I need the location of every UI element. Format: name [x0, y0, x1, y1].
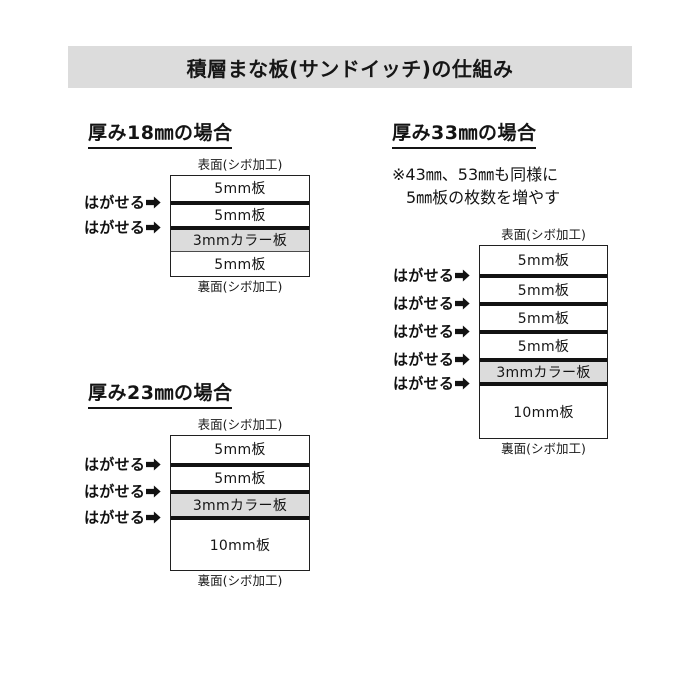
bottom-face-label-33mm: 裏面(シボ加工) — [501, 440, 586, 456]
top-face-label-33mm: 表面(シボ加工) — [501, 227, 586, 242]
layer-t23-3: 10mm板 — [171, 515, 309, 570]
layer-stack-18mm: 5mm板 5mm板 3mmカラー板 5mm板 — [170, 174, 310, 277]
peel-label: はがせる — [393, 322, 455, 341]
page-title-band: 積層まな板(サンドイッチ)の仕組み — [68, 46, 632, 88]
peel-label: はがせる — [393, 266, 455, 285]
arrow-right-icon — [455, 377, 470, 391]
layer-label: 5mm板 — [517, 282, 570, 299]
layer-t33-5: 10mm板 — [480, 381, 607, 438]
peel-label: はがせる — [84, 218, 146, 237]
layer-t18-3: 5mm板 — [171, 250, 309, 276]
arrow-right-icon — [455, 353, 470, 367]
arrow-right-icon — [146, 196, 161, 210]
layer-label: 5mm板 — [214, 208, 266, 225]
arrow-right-icon — [455, 297, 470, 311]
top-face-label-23mm: 表面(シボ加工) — [197, 417, 283, 432]
top-face-label-18mm: 表面(シボ加工) — [197, 157, 283, 172]
peel-label: はがせる — [393, 294, 455, 313]
layer-stack-23mm: 5mm板 5mm板 3mmカラー板 10mm板 — [170, 434, 310, 571]
layer-label: 10mm板 — [513, 404, 574, 421]
layer-t23-1: 5mm板 — [171, 462, 309, 490]
layer-t33-1: 5mm板 — [480, 273, 607, 302]
note-line-2: 5㎜板の枚数を増やす — [406, 188, 561, 208]
peel-callout-t18-1: はがせる — [84, 195, 161, 210]
layer-t33-0: 5mm板 — [480, 245, 607, 274]
peel-label: はがせる — [84, 193, 146, 212]
page-title: 積層まな板(サンドイッチ)の仕組み — [186, 56, 514, 81]
peel-label: はがせる — [393, 350, 455, 369]
note-33mm: ※43㎜、53㎜も同様に 5㎜板の枚数を増やす — [392, 163, 560, 209]
peel-callout-t33-2: はがせる — [393, 296, 470, 311]
arrow-right-icon — [146, 511, 161, 525]
arrow-right-icon — [146, 458, 161, 472]
layer-label: 10mm板 — [209, 537, 271, 554]
peel-callout-t23-2: はがせる — [84, 484, 161, 499]
peel-callout-t23-1: はがせる — [84, 457, 161, 472]
layer-t33-4: 3mmカラー板 — [480, 357, 607, 382]
layer-t18-2: 3mmカラー板 — [171, 225, 309, 251]
peel-callout-t33-5: はがせる — [393, 376, 470, 391]
layer-t33-2: 5mm板 — [480, 301, 607, 330]
layer-t33-3: 5mm板 — [480, 329, 607, 358]
layer-stack-33mm: 5mm板 5mm板 5mm板 5mm板 3mmカラー板 10mm板 — [479, 244, 608, 439]
peel-callout-t18-2: はがせる — [84, 220, 161, 235]
layer-label: 3mmカラー板 — [192, 497, 288, 514]
peel-label: はがせる — [84, 508, 146, 527]
layer-t23-2: 3mmカラー板 — [171, 489, 309, 516]
peel-label: はがせる — [84, 455, 146, 474]
arrow-right-icon — [455, 325, 470, 339]
diagram-18mm: 表面(シボ加工) 5mm板 5mm板 3mmカラー板 5mm板 裏面(シボ加工) — [170, 158, 310, 294]
layer-label: 5mm板 — [214, 442, 266, 459]
layer-label: 5mm板 — [517, 310, 570, 327]
arrow-right-icon — [146, 221, 161, 235]
bottom-face-label-18mm: 裏面(シボ加工) — [197, 278, 283, 294]
layer-label: 5mm板 — [214, 471, 266, 488]
layer-label: 5mm板 — [214, 256, 266, 273]
layer-label: 3mmカラー板 — [192, 233, 288, 250]
diagram-33mm: 表面(シボ加工) 5mm板 5mm板 5mm板 5mm板 3mmカラー板 10mm板 裏面… — [479, 228, 608, 456]
layer-label: 3mmカラー板 — [496, 364, 591, 381]
layer-t18-1: 5mm板 — [171, 200, 309, 226]
section-heading-33mm: 厚み33㎜の場合 — [392, 118, 537, 149]
peel-label: はがせる — [393, 374, 455, 393]
layer-t23-0: 5mm板 — [171, 435, 309, 463]
section-heading-23mm: 厚み23㎜の場合 — [88, 378, 233, 409]
peel-callout-t33-1: はがせる — [393, 268, 470, 283]
peel-label: はがせる — [84, 482, 146, 501]
layer-label: 5mm板 — [517, 338, 570, 355]
layer-label: 5mm板 — [214, 181, 266, 198]
bottom-face-label-23mm: 裏面(シボ加工) — [197, 572, 283, 588]
peel-callout-t33-4: はがせる — [393, 352, 470, 367]
diagram-23mm: 表面(シボ加工) 5mm板 5mm板 3mmカラー板 10mm板 裏面(シボ加工) — [170, 418, 310, 588]
section-heading-18mm: 厚み18㎜の場合 — [88, 118, 233, 149]
peel-callout-t23-3: はがせる — [84, 510, 161, 525]
note-line-1: ※43㎜、53㎜も同様に — [392, 165, 559, 184]
peel-callout-t33-3: はがせる — [393, 324, 470, 339]
layer-t18-0: 5mm板 — [171, 175, 309, 201]
layer-label: 5mm板 — [517, 252, 570, 269]
arrow-right-icon — [455, 269, 470, 283]
arrow-right-icon — [146, 485, 161, 499]
